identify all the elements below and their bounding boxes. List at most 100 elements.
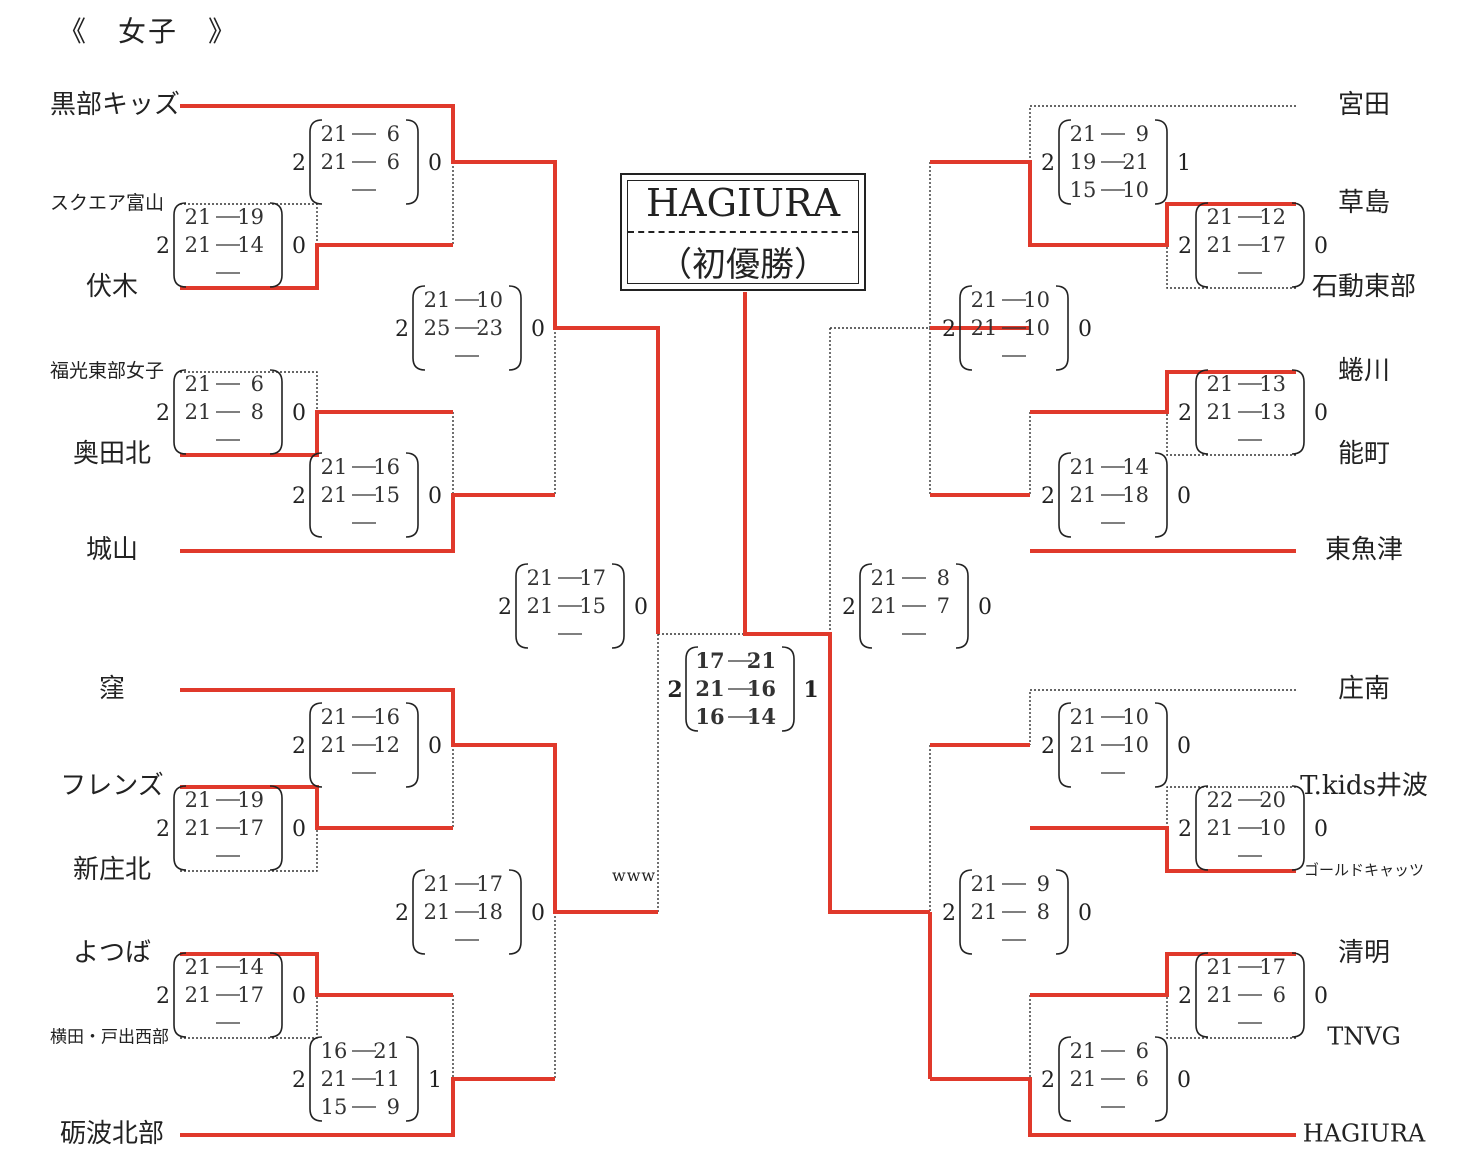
set-score-a: 21 xyxy=(1070,705,1097,729)
champion-name: HAGIURA xyxy=(645,181,841,225)
right-paren xyxy=(269,785,283,871)
set-score-b: 10 xyxy=(1122,705,1149,729)
set-score-b: 23 xyxy=(476,316,503,340)
set-score-b: 14 xyxy=(747,704,776,729)
set-score-a: 21 xyxy=(1207,233,1234,257)
sets-lost: 0 xyxy=(1177,484,1191,509)
set-score-a: 21 xyxy=(321,705,348,729)
winner-line-0 xyxy=(180,104,660,634)
set-score-b: 13 xyxy=(1259,400,1286,424)
set-score-b: 10 xyxy=(1023,316,1050,340)
right-paren xyxy=(405,702,419,788)
set-score-b: 21 xyxy=(1122,150,1149,174)
team-label: 能町 xyxy=(1338,439,1390,469)
sets-won: 2 xyxy=(156,401,170,426)
left-paren xyxy=(685,646,699,732)
left-paren xyxy=(1058,1036,1072,1122)
sets-lost: 0 xyxy=(1314,817,1328,842)
team-label: スクエア富山 xyxy=(50,192,164,214)
sets-won: 2 xyxy=(292,1068,306,1093)
set-score-a: 21 xyxy=(1207,816,1234,840)
set-score-a: 22 xyxy=(1207,788,1234,812)
right-paren xyxy=(405,119,419,205)
set-score-b: 17 xyxy=(579,566,606,590)
left-paren xyxy=(309,702,323,788)
set-score-a: 19 xyxy=(1070,150,1097,174)
set-score-a: 21 xyxy=(185,816,212,840)
left-paren xyxy=(1058,119,1072,205)
team-label: T.kids井波 xyxy=(1300,771,1428,801)
set-score-b: 6 xyxy=(387,122,400,146)
set-score-b: 14 xyxy=(237,233,264,257)
team-label: よつば xyxy=(73,938,151,968)
sets-won: 2 xyxy=(842,595,856,620)
team-label: 新庄北 xyxy=(73,855,151,885)
sets-won: 2 xyxy=(292,151,306,176)
right-paren xyxy=(269,952,283,1038)
sets-won: 2 xyxy=(1178,234,1192,259)
right-paren xyxy=(508,285,522,371)
sets-lost: 0 xyxy=(428,151,442,176)
loser-line-20 xyxy=(1029,689,1296,745)
sets-lost: 0 xyxy=(292,817,306,842)
set-score-b: 17 xyxy=(237,983,264,1007)
set-score-a: 21 xyxy=(321,483,348,507)
set-score-b: 16 xyxy=(373,705,400,729)
left-paren xyxy=(859,563,873,649)
loser-line-7 xyxy=(180,828,318,872)
left-paren xyxy=(412,869,426,955)
set-score-b: 7 xyxy=(937,594,950,618)
right-paren xyxy=(611,563,625,649)
left-paren xyxy=(1058,702,1072,788)
sets-won: 2 xyxy=(1178,984,1192,1009)
team-label: 福光東部女子 xyxy=(50,360,164,382)
winner-line-9 xyxy=(930,160,1296,247)
winner-line-16 xyxy=(930,1077,1296,1137)
set-score-a: 21 xyxy=(971,316,998,340)
sets-lost: 0 xyxy=(1177,734,1191,759)
team-label: ゴールドキャッツ xyxy=(1304,861,1424,879)
team-label: 伏木 xyxy=(86,272,138,302)
sets-lost: 1 xyxy=(803,677,818,703)
sets-won: 2 xyxy=(1178,401,1192,426)
set-score-a: 21 xyxy=(871,594,898,618)
left-paren xyxy=(959,285,973,371)
sets-won: 2 xyxy=(395,317,409,342)
right-paren xyxy=(781,646,795,732)
right-paren xyxy=(405,452,419,538)
set-score-b: 10 xyxy=(1259,816,1286,840)
set-score-b: 9 xyxy=(1136,122,1149,146)
team-label: 庄南 xyxy=(1338,674,1390,704)
left-paren xyxy=(309,119,323,205)
bracket-lines xyxy=(180,104,1296,1137)
page-title: 《 女子 》 xyxy=(58,15,239,48)
set-score-a: 21 xyxy=(424,900,451,924)
sets-won: 2 xyxy=(156,234,170,259)
set-score-b: 16 xyxy=(373,455,400,479)
loser-line-14 xyxy=(1166,245,1296,289)
right-paren xyxy=(405,1036,419,1122)
set-score-a: 21 xyxy=(1207,955,1234,979)
set-score-b: 17 xyxy=(237,816,264,840)
sets-lost: 0 xyxy=(1314,401,1328,426)
champion-box: HAGIURA （初優勝） xyxy=(620,173,866,291)
set-score-a: 15 xyxy=(1070,178,1097,202)
team-label: 宮田 xyxy=(1338,90,1390,120)
right-paren xyxy=(1291,785,1305,871)
sets-won: 2 xyxy=(1041,1068,1055,1093)
set-score-b: 10 xyxy=(1122,733,1149,757)
left-paren xyxy=(1195,952,1209,1038)
winner-line-15 xyxy=(1030,826,1296,873)
set-score-b: 8 xyxy=(251,400,264,424)
set-score-b: 6 xyxy=(251,372,264,396)
